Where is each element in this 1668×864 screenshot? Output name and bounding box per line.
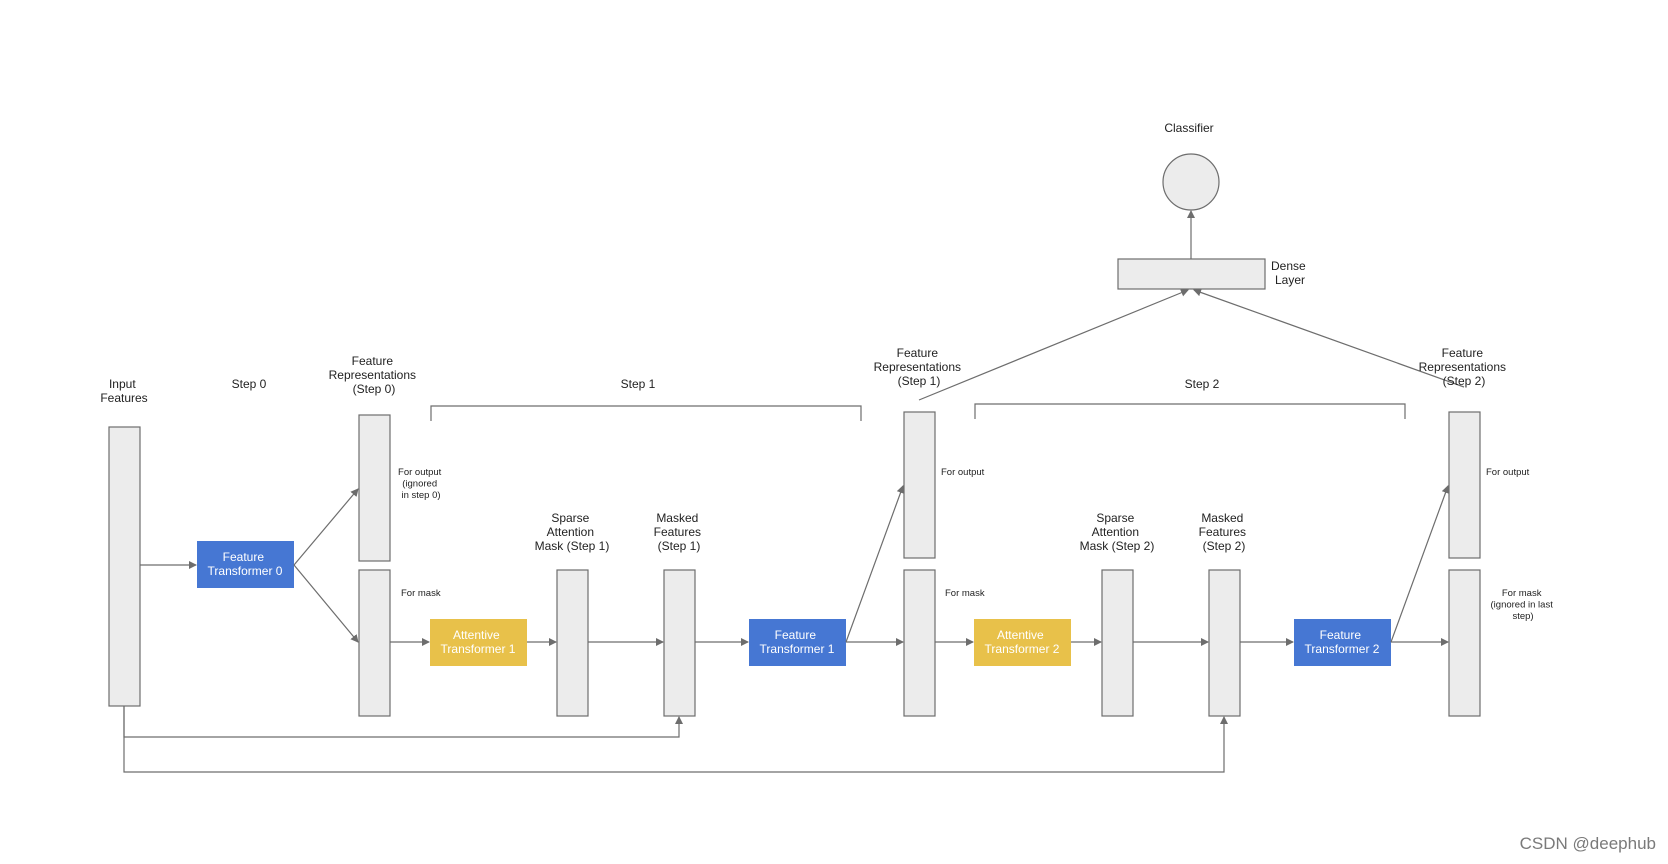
step0-label: Step 0 (232, 377, 267, 391)
masked-features-1-label: Masked Features (Step 1) (654, 511, 705, 553)
feature-transformer-1-box (749, 619, 846, 666)
feature-rep-2-mask-block (1448, 569, 1481, 717)
for-output-2-label: For output (1486, 467, 1530, 478)
arrow-out1-to-dense (918, 288, 1189, 401)
step2-bracket (974, 403, 1406, 419)
dense-layer-label: Dense Layer (1271, 259, 1309, 287)
for-mask-1-label: For mask (945, 588, 985, 599)
feature-rep-1-label: Feature Representations (Step 1) (874, 346, 965, 388)
feature-transformer-2-text: Feature Transformer 2 (1305, 628, 1380, 656)
feature-transformer-0-box (197, 541, 294, 588)
classifier-label: Classifier (1164, 121, 1213, 135)
input-features-block (108, 426, 141, 707)
feature-rep-2-output-block (1448, 411, 1481, 559)
classifier-node (1162, 153, 1220, 211)
transformer-boxes (197, 541, 1391, 666)
step-brackets (430, 403, 1406, 421)
arrow-input-to-masked2 (123, 706, 1228, 773)
for-mask-2-label: For mask (ignored in last step) (1491, 588, 1556, 622)
step2-label: Step 2 (1185, 377, 1220, 391)
sparse-mask-2-label: Sparse Attention Mask (Step 2) (1080, 511, 1155, 553)
masked-features-1-block (663, 569, 696, 717)
feature-rep-0-label: Feature Representations (Step 0) (329, 354, 420, 396)
input-features-label: Input Features (100, 377, 147, 405)
feature-transformer-2-box (1294, 619, 1391, 666)
feature-transformer-0-text: Feature Transformer 0 (208, 550, 283, 578)
arrow-ft0-to-out0 (293, 488, 359, 566)
step1-bracket (430, 405, 862, 421)
masked-features-2-block (1208, 569, 1241, 717)
dense-layer-block (1117, 258, 1266, 290)
feature-transformer-1-text: Feature Transformer 1 (760, 628, 835, 656)
arrow-out2-to-dense (1193, 288, 1465, 388)
step1-label: Step 1 (621, 377, 656, 391)
feature-rep-1-mask-block (903, 569, 936, 717)
for-mask-0-label: For mask (401, 588, 441, 599)
attentive-transformer-1-box (430, 619, 527, 666)
blocks (108, 153, 1481, 717)
sparse-mask-1-block (556, 569, 589, 717)
feature-rep-0-mask-block (358, 569, 391, 717)
arrow-input-to-masked1 (123, 706, 683, 738)
attentive-transformer-2-text: Attentive Transformer 2 (985, 628, 1060, 656)
masked-features-2-label: Masked Features (Step 2) (1199, 511, 1250, 553)
watermark: CSDN @deephub (1519, 834, 1656, 853)
arrow-ft1-to-out1 (845, 485, 905, 643)
for-output-1-label: For output (941, 467, 985, 478)
arrow-ft2-to-out2 (1390, 485, 1450, 643)
for-output-0-label: For output (ignored in step 0) (398, 467, 444, 501)
feature-rep-2-label: Feature Representations (Step 2) (1419, 346, 1510, 388)
sparse-mask-1-label: Sparse Attention Mask (Step 1) (535, 511, 610, 553)
arrows (123, 210, 1465, 773)
attentive-transformer-1-text: Attentive Transformer 1 (441, 628, 516, 656)
arrow-ft0-to-mask0 (293, 564, 359, 643)
sparse-mask-2-block (1101, 569, 1134, 717)
attentive-transformer-2-box (974, 619, 1071, 666)
feature-rep-1-output-block (903, 411, 936, 559)
feature-rep-0-output-block (358, 414, 391, 562)
